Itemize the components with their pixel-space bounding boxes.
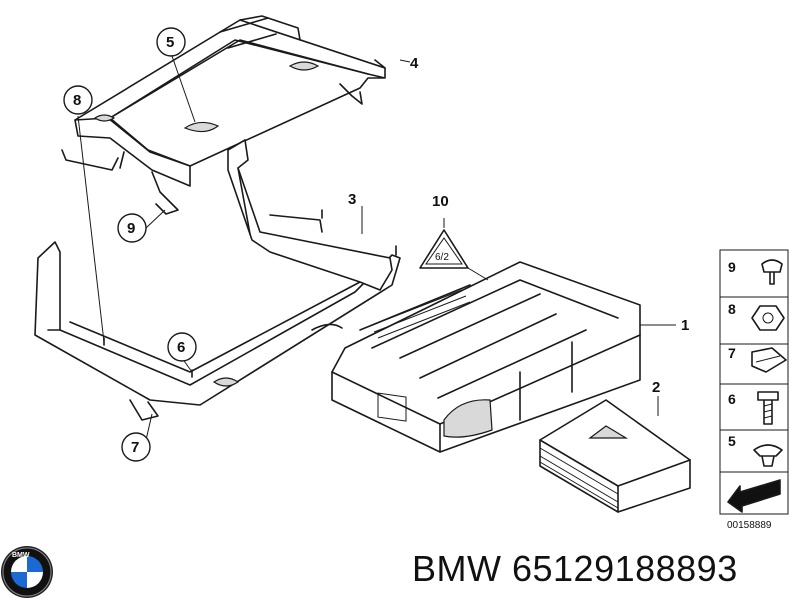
svg-text:3: 3 xyxy=(348,191,356,208)
kit-item-7: 7 xyxy=(728,345,787,373)
upper-bracket xyxy=(61,15,386,215)
callout-9: 9 xyxy=(117,213,147,243)
bmw-roundel-icon: BMW xyxy=(1,546,53,598)
callout-6: 6 xyxy=(167,332,197,362)
svg-text:6: 6 xyxy=(177,339,185,356)
hex-nut-icon xyxy=(751,305,785,331)
diagram-id: 00158889 xyxy=(727,520,772,531)
callout-5: 5 xyxy=(156,27,186,57)
warning-label-text: 6/2 xyxy=(435,252,449,263)
svg-text:2: 2 xyxy=(652,379,660,396)
svg-text:6: 6 xyxy=(728,391,736,407)
cd-magazine xyxy=(539,399,691,513)
expanding-nut-icon xyxy=(753,444,783,467)
cd-changer xyxy=(331,261,641,453)
kit-item-9: 9 xyxy=(728,259,783,285)
callout-7: 7 xyxy=(121,432,151,462)
callout-4: 4 xyxy=(410,55,419,72)
svg-text:8: 8 xyxy=(73,92,81,109)
part-number-caption: BMW 65129188893 xyxy=(412,548,738,589)
callout-2: 2 xyxy=(652,379,660,396)
arrow-icon xyxy=(727,479,781,513)
svg-text:9: 9 xyxy=(728,259,736,275)
svg-text:5: 5 xyxy=(166,34,174,51)
kit-item-8: 8 xyxy=(728,301,785,331)
svg-text:5: 5 xyxy=(728,433,736,449)
svg-text:8: 8 xyxy=(728,301,736,317)
callout-10: 10 xyxy=(432,193,449,210)
lower-frame xyxy=(34,139,401,421)
kit-item-6: 6 xyxy=(728,391,779,425)
callout-1: 1 xyxy=(681,317,689,334)
callout-3: 3 xyxy=(348,191,356,208)
kit-arrow-cell xyxy=(727,479,781,513)
svg-text:BMW: BMW xyxy=(12,552,30,559)
callout-8: 8 xyxy=(63,85,93,115)
svg-text:9: 9 xyxy=(127,220,135,237)
svg-text:10: 10 xyxy=(432,193,449,210)
svg-text:4: 4 xyxy=(410,55,419,72)
clip-nut-icon xyxy=(751,347,787,373)
svg-text:1: 1 xyxy=(681,317,689,334)
hardware-kit-panel: 9 8 7 6 5 00158889 xyxy=(719,249,789,531)
kit-item-5: 5 xyxy=(728,433,783,467)
screw-icon xyxy=(761,259,783,285)
svg-text:7: 7 xyxy=(131,439,139,456)
warning-label: 6/2 xyxy=(419,229,469,269)
svg-text:7: 7 xyxy=(728,345,736,361)
bolt-icon xyxy=(757,391,779,425)
